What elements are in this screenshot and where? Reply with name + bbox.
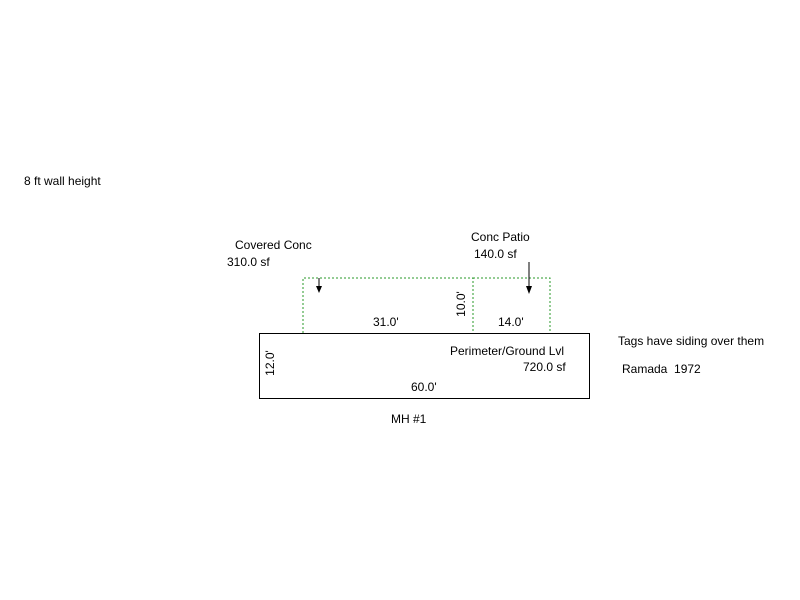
shared-depth-label: 10.0' [454, 291, 468, 317]
ramada-note: Ramada 1972 [622, 362, 701, 376]
covered-conc-outline [302, 277, 474, 333]
main-width-label: 12.0' [263, 350, 277, 376]
main-structure-outline [259, 333, 590, 399]
conc-patio-arrow [526, 262, 532, 294]
covered-conc-arrow [316, 278, 322, 293]
covered-conc-length: 31.0' [373, 315, 399, 329]
covered-conc-area: 310.0 sf [227, 255, 270, 269]
conc-patio-name: Conc Patio [471, 230, 530, 244]
tags-note: Tags have siding over them [618, 334, 765, 348]
covered-conc-name: Covered Conc [235, 238, 312, 252]
wall-height-note: 8 ft wall height [24, 174, 101, 188]
conc-patio-area: 140.0 sf [474, 247, 517, 261]
conc-patio-outline [473, 277, 551, 333]
conc-patio-length: 14.0' [498, 315, 524, 329]
main-structure-label: MH #1 [391, 412, 427, 426]
main-area-value: 720.0 sf [523, 360, 566, 374]
main-area-name: Perimeter/Ground Lvl [450, 344, 565, 358]
main-length: 60.0' [411, 380, 437, 394]
